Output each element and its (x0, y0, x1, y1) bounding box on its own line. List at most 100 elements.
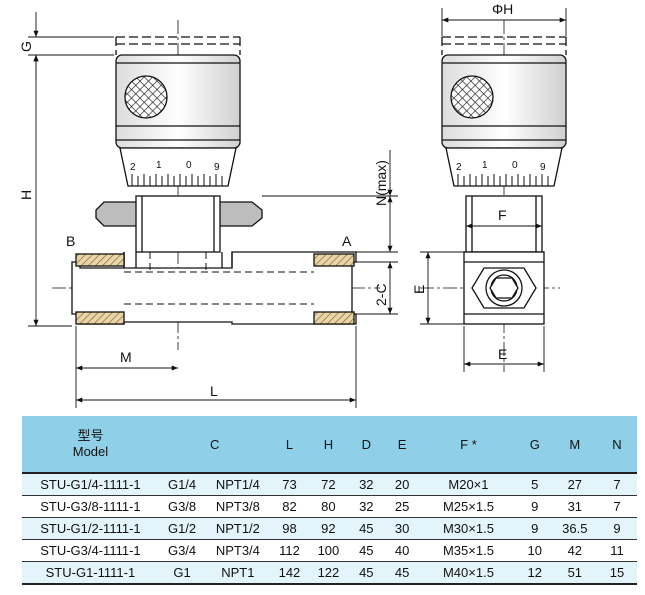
header-model-en: Model (72, 444, 109, 459)
cell-f: M25×1.5 (420, 495, 517, 518)
cell-g: 9 (516, 495, 553, 518)
cell-model: STU-G3/8-1111-1 (22, 495, 159, 518)
table-header-row: 型号 Model C L H D E F * G M N (22, 416, 637, 474)
cell-d: 45 (348, 517, 385, 540)
cell-d: 32 (348, 473, 385, 496)
dim-label-e-bottom: E (498, 346, 507, 362)
cell-c-npt: NPT3/8 (205, 495, 271, 518)
header-l: L (270, 416, 309, 474)
cell-m: 27 (552, 473, 597, 496)
cell-l: 142 (270, 561, 309, 585)
valve-technical-drawing: ΦH G H N(max) B A 2-C E F E M L 2 1 0 9 … (18, 1, 567, 408)
cell-e: 20 (384, 473, 421, 496)
cell-c-npt: NPT3/4 (205, 539, 271, 562)
cell-e: 30 (384, 517, 421, 540)
cell-d: 45 (348, 539, 385, 562)
cell-n: 11 (596, 539, 637, 562)
header-model-cn: 型号 (77, 428, 104, 443)
cell-f: M35×1.5 (420, 539, 517, 562)
cell-g: 5 (516, 473, 553, 496)
cell-e: 45 (384, 561, 421, 585)
cell-e: 25 (384, 495, 421, 518)
cell-m: 31 (552, 495, 597, 518)
cell-m: 42 (552, 539, 597, 562)
side-view (420, 20, 567, 372)
dial-number-front-1: 2 (130, 162, 136, 173)
header-h: H (308, 416, 349, 474)
cell-l: 73 (270, 473, 309, 496)
dimension-lines (28, 8, 567, 408)
table-row: STU-G3/8-1111-1 G3/8 NPT3/8 82 80 32 25 … (22, 495, 637, 518)
cell-n: 7 (596, 495, 637, 518)
bonnet (135, 195, 221, 253)
table-row: STU-G3/4-1111-1 G3/4 NPT3/4 112 100 45 4… (22, 539, 637, 562)
cell-model: STU-G3/4-1111-1 (22, 539, 159, 562)
cell-l: 82 (270, 495, 309, 518)
handle-extended-outline (115, 36, 241, 55)
cell-h: 72 (308, 473, 349, 496)
specification-table: 型号 Model C L H D E F * G M N STU-G1/4-11… (22, 416, 637, 585)
port-label-b: B (66, 233, 75, 249)
table-row: STU-G1/4-1111-1 G1/4 NPT1/4 73 72 32 20 … (22, 473, 637, 496)
knurl-pattern (124, 75, 168, 119)
cell-model: STU-G1/2-1111-1 (22, 517, 159, 540)
cell-g: 10 (516, 539, 553, 562)
cell-c-npt: NPT1/2 (205, 517, 271, 540)
dial-number-side-2: 1 (482, 160, 488, 171)
dim-label-h: H (18, 190, 34, 200)
header-c: C (158, 416, 271, 474)
port-b-thread-top (75, 253, 125, 267)
header-m: M (552, 416, 597, 474)
dim-label-phi-h: ΦH (492, 1, 513, 17)
cell-d: 45 (348, 561, 385, 585)
table-row: STU-G1/2-1111-1 G1/2 NPT1/2 98 92 45 30 … (22, 517, 637, 540)
cell-g: 12 (516, 561, 553, 585)
cell-h: 92 (308, 517, 349, 540)
cell-h: 80 (308, 495, 349, 518)
port-a-thread-top (313, 253, 355, 267)
dim-label-f: F (498, 207, 507, 223)
cell-m: 36.5 (552, 517, 597, 540)
table-row: STU-G1-1111-1 G1 NPT1 142 122 45 45 M40×… (22, 561, 637, 585)
cell-c-g: G3/4 (158, 539, 206, 562)
cell-c-npt: NPT1/4 (205, 473, 271, 496)
dial-number-side-3: 0 (512, 160, 518, 171)
dim-label-n-max: N(max) (373, 160, 389, 206)
header-model: 型号 Model (22, 416, 159, 474)
cell-c-g: G3/8 (158, 495, 206, 518)
dial-number-front-3: 0 (186, 160, 192, 171)
cell-f: M30×1.5 (420, 517, 517, 540)
cell-n: 15 (596, 561, 637, 585)
dial-number-front-4: 9 (214, 162, 220, 173)
cell-model: STU-G1/4-1111-1 (22, 473, 159, 496)
header-n: N (596, 416, 637, 474)
dim-label-e-left: E (411, 285, 427, 294)
dim-label-l: L (210, 383, 218, 399)
cell-c-g: G1 (158, 561, 206, 585)
cell-n: 7 (596, 473, 637, 496)
header-f: F * (420, 416, 517, 474)
cell-n: 9 (596, 517, 637, 540)
front-view (52, 20, 380, 350)
cell-d: 32 (348, 495, 385, 518)
dial-number-front-2: 1 (156, 160, 162, 171)
cell-f: M40×1.5 (420, 561, 517, 585)
cell-l: 112 (270, 539, 309, 562)
dim-label-g: G (18, 41, 34, 52)
cell-c-npt: NPT1 (205, 561, 271, 585)
dim-label-m: M (120, 349, 132, 365)
cell-h: 100 (308, 539, 349, 562)
port-b-thread-bottom (75, 311, 125, 325)
port-a-thread-bottom (313, 311, 355, 325)
cell-e: 40 (384, 539, 421, 562)
dial-number-side-1: 2 (456, 162, 462, 173)
header-e: E (384, 416, 421, 474)
cell-model: STU-G1-1111-1 (22, 561, 159, 585)
cell-f: M20×1 (420, 473, 517, 496)
header-g: G (516, 416, 553, 474)
header-d: D (348, 416, 385, 474)
dial-number-side-4: 9 (540, 162, 546, 173)
cell-h: 122 (308, 561, 349, 585)
cell-l: 98 (270, 517, 309, 540)
dial-scale (119, 147, 237, 187)
